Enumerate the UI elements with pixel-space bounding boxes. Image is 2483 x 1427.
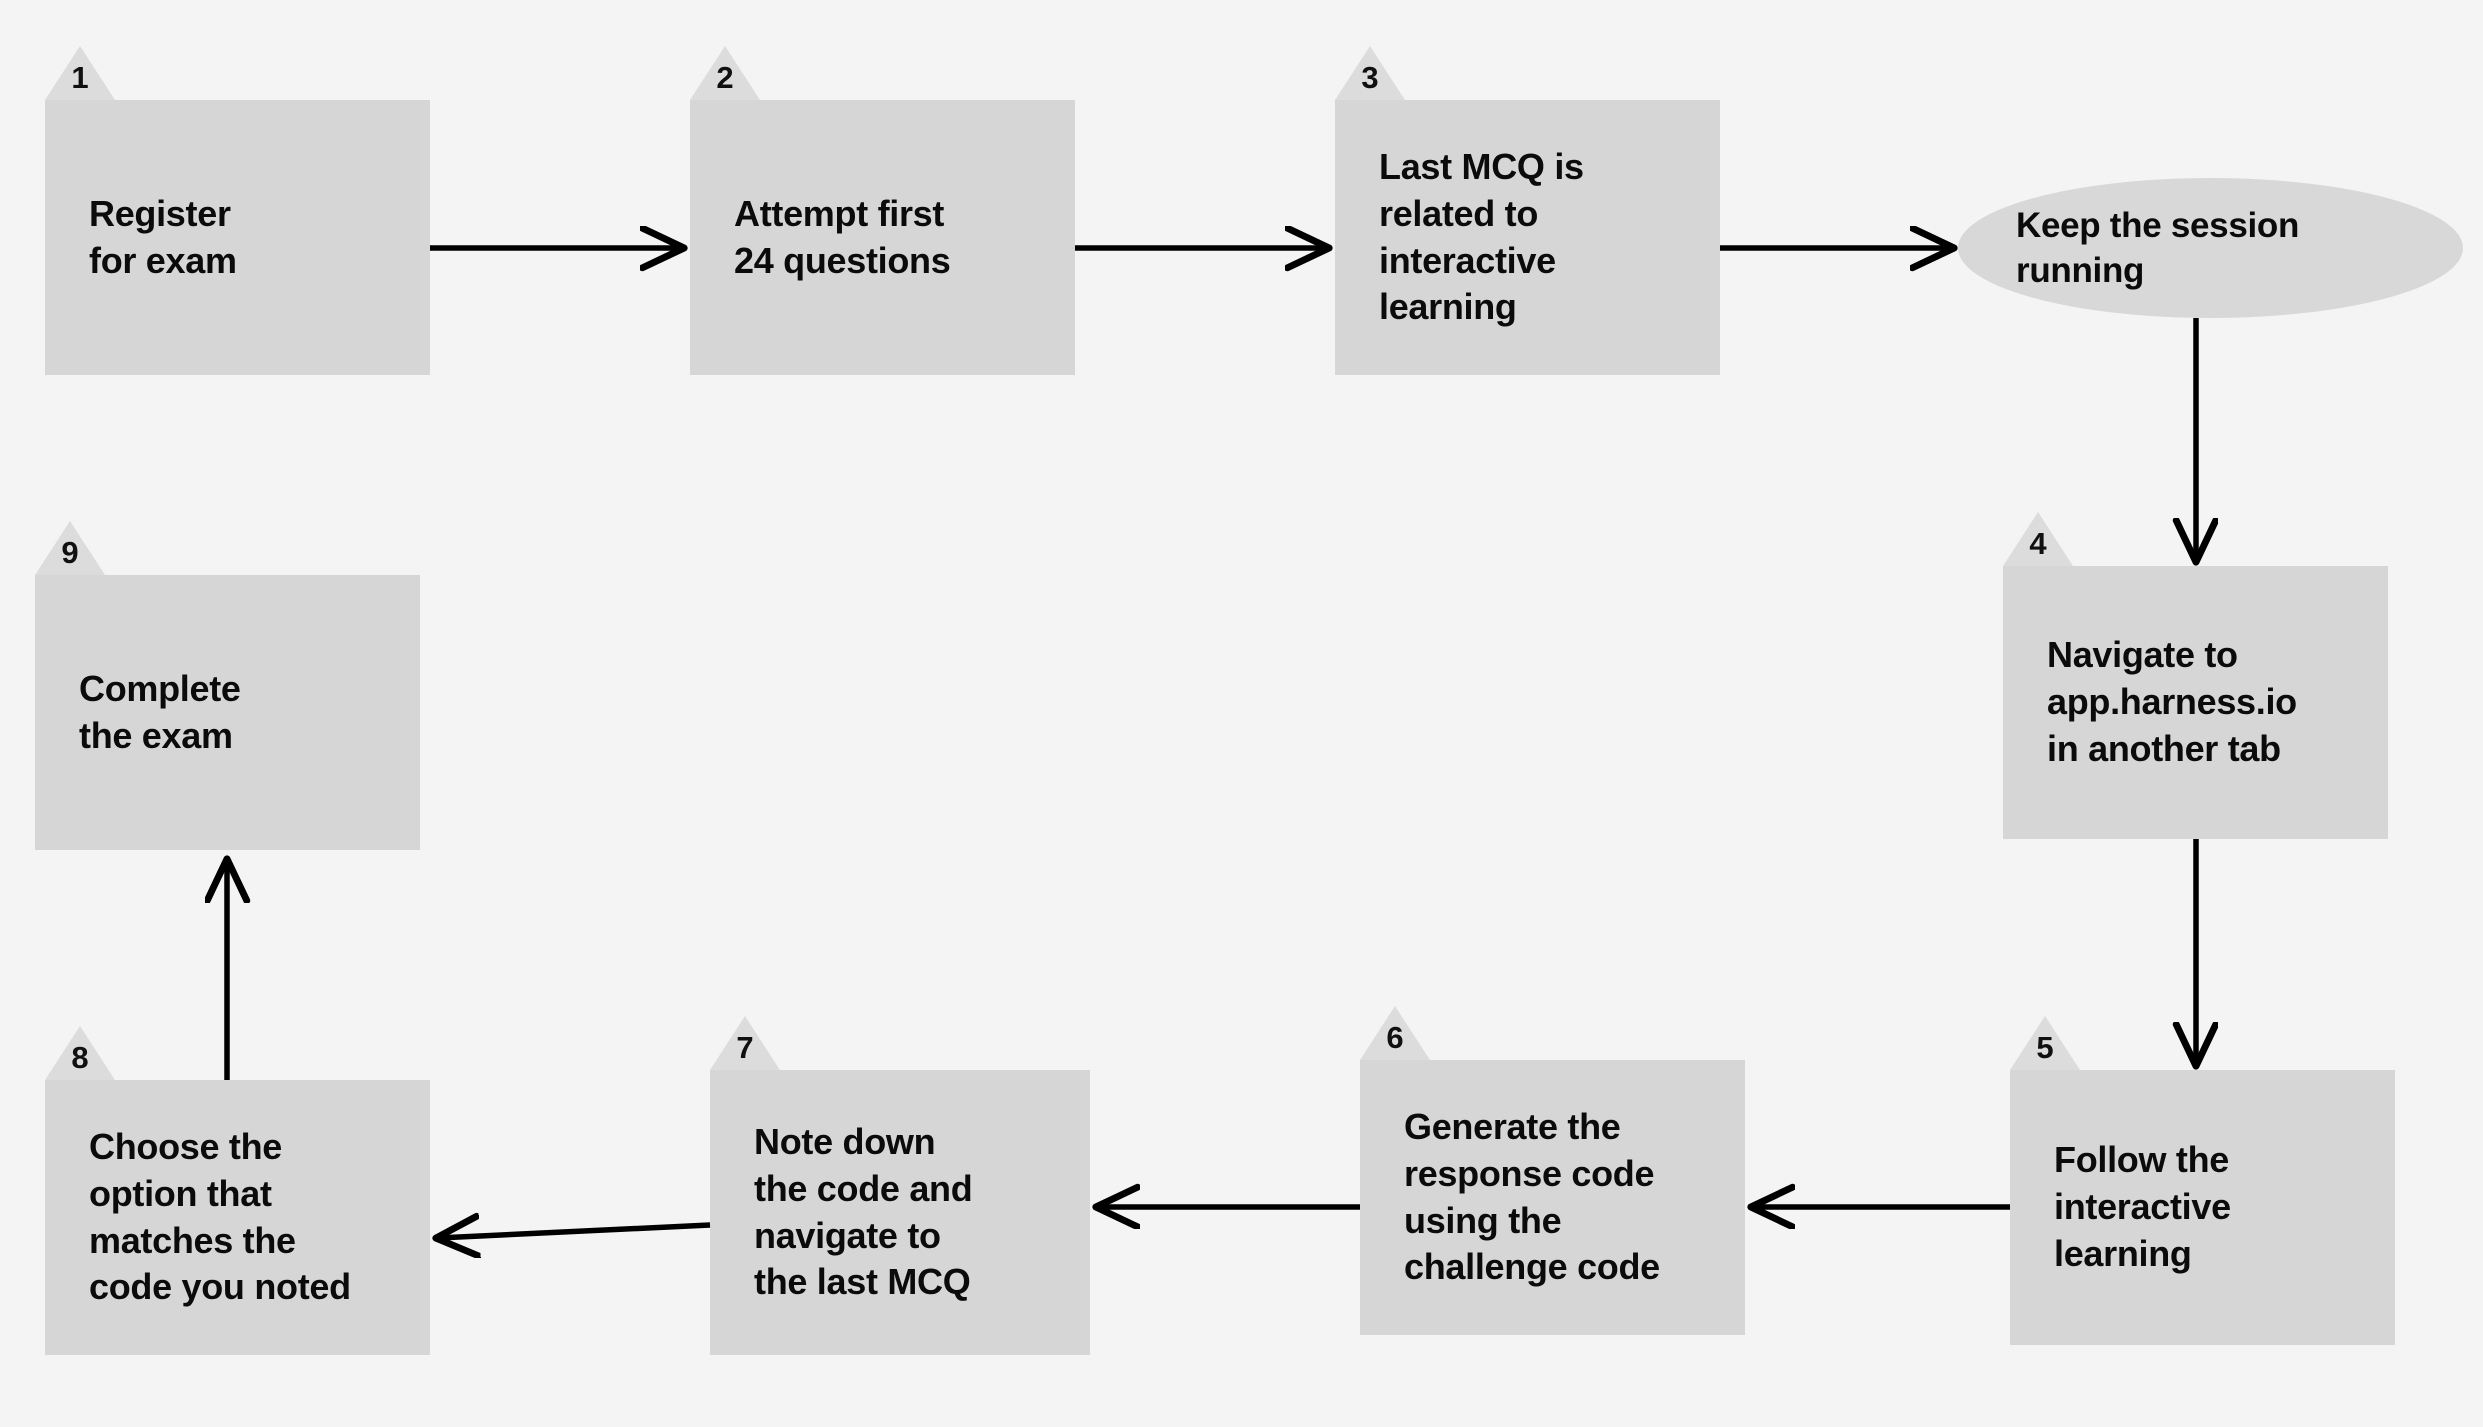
node-label: Register for exam <box>89 192 237 281</box>
node-complete-the-exam[interactable]: Complete the exam <box>35 575 420 850</box>
node-label: Generate the response code using the cha… <box>1404 1105 1660 1288</box>
step-number: 8 <box>71 1040 89 1075</box>
node-navigate-to-app-harness-io[interactable]: Navigate to app.harness.io in another ta… <box>2003 566 2388 839</box>
node-last-mcq-interactive-learning[interactable]: Last MCQ is related to interactive learn… <box>1335 100 1720 375</box>
triangle-badge-icon <box>45 1026 115 1080</box>
node-register-for-exam[interactable]: Register for exam <box>45 100 430 375</box>
step-number: 1 <box>71 60 89 95</box>
triangle-badge-icon <box>690 46 760 100</box>
triangle-badge-icon <box>1335 46 1405 100</box>
triangle-badge-icon <box>35 521 105 575</box>
node-label: Navigate to app.harness.io in another ta… <box>2047 634 2297 769</box>
node-attempt-first-24-questions[interactable]: Attempt first 24 questions <box>690 100 1075 375</box>
node-choose-the-matching-option[interactable]: Choose the option that matches the code … <box>45 1080 430 1355</box>
edge-note-down-to-choose <box>438 1225 711 1238</box>
node-label: Last MCQ is related to interactive learn… <box>1379 145 1584 328</box>
step-number: 5 <box>2036 1030 2054 1065</box>
node-label: Follow the interactive learning <box>2054 1139 2231 1274</box>
node-label: Note down the code and navigate to the l… <box>754 1120 973 1303</box>
step-number: 6 <box>1386 1020 1404 1055</box>
triangle-badge-icon <box>1360 1006 1430 1060</box>
triangle-badge-icon <box>2010 1016 2080 1070</box>
node-keep-the-session-running[interactable]: Keep the session running <box>1958 178 2463 318</box>
triangle-badge-icon <box>2003 512 2073 566</box>
step-number: 9 <box>61 535 79 570</box>
triangle-badge-icon <box>710 1016 780 1070</box>
step-number: 3 <box>1361 60 1379 95</box>
triangle-badge-icon <box>45 46 115 100</box>
step-number: 2 <box>716 60 734 95</box>
node-label: Attempt first 24 questions <box>734 192 951 281</box>
node-generate-response-code[interactable]: Generate the response code using the cha… <box>1360 1060 1745 1335</box>
node-note-down-code-navigate-last-mcq[interactable]: Note down the code and navigate to the l… <box>710 1070 1090 1355</box>
node-label: Choose the option that matches the code … <box>89 1125 351 1308</box>
step-number: 7 <box>736 1030 754 1065</box>
node-label: Keep the session running <box>2016 205 2300 291</box>
node-label: Complete the exam <box>79 667 241 756</box>
node-follow-the-interactive-learning[interactable]: Follow the interactive learning <box>2010 1070 2395 1345</box>
step-number: 4 <box>2029 526 2047 561</box>
